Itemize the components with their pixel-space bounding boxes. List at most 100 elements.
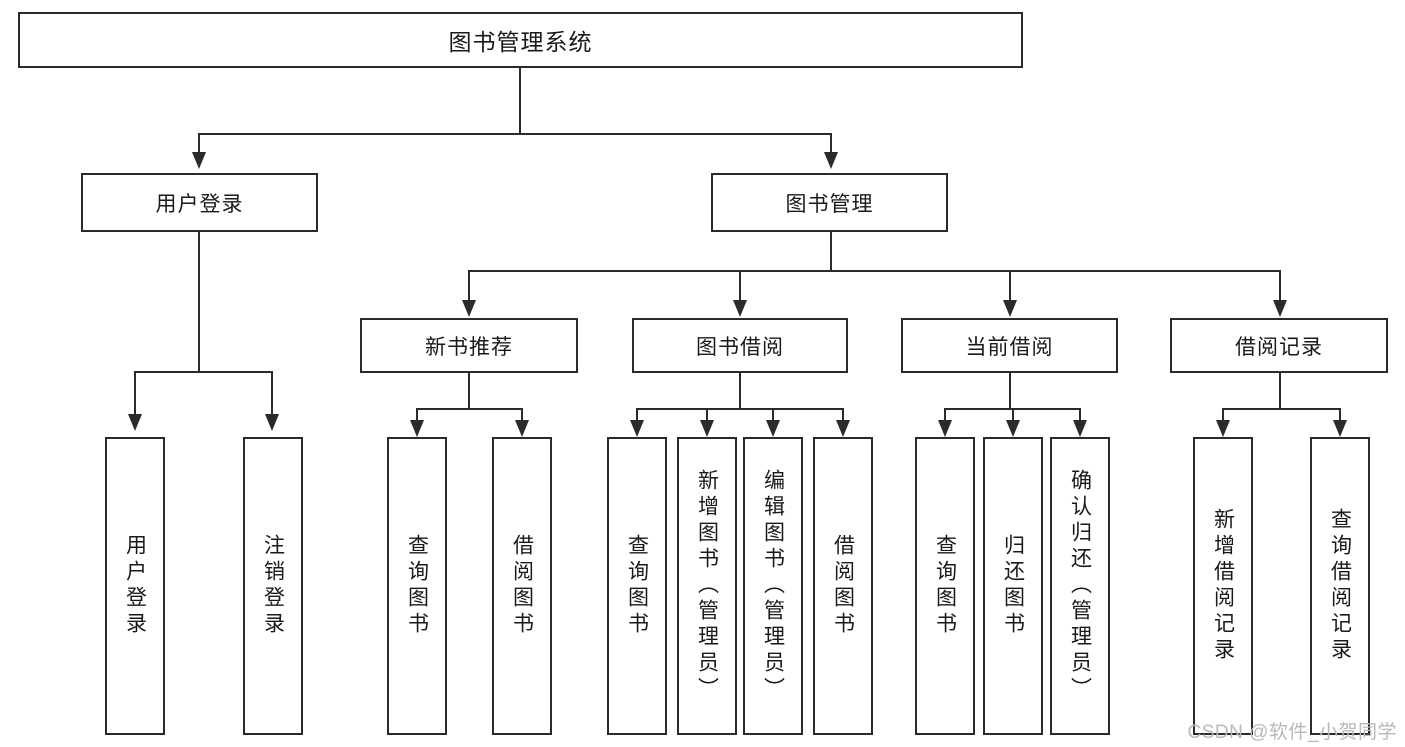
leaf-new-book-borrow[interactable]: 借阅图书: [492, 437, 552, 735]
node-borrow-record[interactable]: 借阅记录: [1170, 318, 1388, 373]
node-label: 图书借阅: [696, 335, 784, 359]
node-label: 图书管理系统: [448, 29, 593, 55]
connector-root-stem: [519, 68, 521, 134]
arrowhead-user-login-1: [265, 414, 279, 431]
node-label: 归还图书: [1001, 534, 1025, 638]
leaf-inner: 用户登录: [107, 439, 163, 733]
connector-level1-drop-0: [198, 133, 200, 155]
leaf-inner: 查询借阅记录: [1312, 439, 1368, 733]
leaf-inner: 新增借阅记录: [1195, 439, 1251, 733]
node-label: 借阅图书: [510, 534, 534, 638]
node-label: 确认归还（管理员）: [1068, 469, 1092, 703]
node-label: 用户登录: [155, 192, 244, 216]
connector-current-borrow-stem: [1009, 373, 1011, 409]
node-label: 查询借阅记录: [1328, 508, 1352, 664]
leaf-current-borrow-query[interactable]: 查询图书: [915, 437, 975, 735]
arrowhead-level1-1: [824, 152, 838, 169]
leaf-book-borrow-add-admin[interactable]: 新增图书（管理员）: [677, 437, 737, 735]
connector-borrow-record-drop-0: [1222, 408, 1224, 423]
leaf-inner: 确认归还（管理员）: [1052, 439, 1108, 733]
arrowhead-level2-1: [733, 300, 747, 317]
node-label: 图书管理: [785, 192, 874, 216]
connector-level2-drop-3: [1279, 270, 1281, 303]
arrowhead-new-book-1: [515, 420, 529, 437]
connector-current-borrow-drop-0: [944, 408, 946, 423]
arrowhead-book-borrow-2: [766, 420, 780, 437]
connector-book-mgmt-stem: [830, 232, 832, 271]
leaf-inner: 新增图书（管理员）: [679, 439, 735, 733]
connector-user-login-drop-0: [134, 371, 136, 417]
arrowhead-book-borrow-3: [836, 420, 850, 437]
connector-book-borrow-drop-3: [842, 408, 844, 423]
leaf-new-book-query[interactable]: 查询图书: [387, 437, 447, 735]
connector-level2-bus: [468, 270, 1280, 272]
node-root-book-management-system[interactable]: 图书管理系统: [18, 12, 1023, 68]
connector-level2-drop-2: [1009, 270, 1011, 303]
node-label: 查询图书: [405, 534, 429, 638]
leaf-current-borrow-confirm-admin[interactable]: 确认归还（管理员）: [1050, 437, 1110, 735]
arrowhead-level2-2: [1003, 300, 1017, 317]
connector-current-borrow-drop-1: [1012, 408, 1014, 423]
arrowhead-level2-0: [462, 300, 476, 317]
node-new-book-recommend[interactable]: 新书推荐: [360, 318, 578, 373]
connector-new-book-bus: [416, 408, 522, 410]
arrowhead-current-borrow-2: [1073, 420, 1087, 437]
leaf-user-login-logout[interactable]: 注销登录: [243, 437, 303, 735]
connector-book-borrow-drop-2: [772, 408, 774, 423]
arrowhead-borrow-record-0: [1216, 420, 1230, 437]
node-label: 新书推荐: [425, 335, 513, 359]
leaf-borrow-record-query[interactable]: 查询借阅记录: [1310, 437, 1370, 735]
node-book-management[interactable]: 图书管理: [711, 173, 948, 232]
arrowhead-current-borrow-0: [938, 420, 952, 437]
connector-user-login-bus: [134, 371, 272, 373]
leaf-inner: 注销登录: [245, 439, 301, 733]
leaf-inner: 查询图书: [609, 439, 665, 733]
connector-level1-drop-1: [830, 133, 832, 155]
leaf-borrow-record-add[interactable]: 新增借阅记录: [1193, 437, 1253, 735]
connector-new-book-drop-1: [521, 408, 523, 423]
node-label: 注销登录: [261, 534, 285, 638]
leaf-inner: 借阅图书: [494, 439, 550, 733]
connector-user-login-drop-1: [271, 371, 273, 417]
leaf-inner: 编辑图书（管理员）: [745, 439, 801, 733]
connector-book-borrow-stem: [739, 373, 741, 409]
node-label: 借阅图书: [831, 534, 855, 638]
node-label: 新增借阅记录: [1211, 508, 1235, 664]
leaf-inner: 查询图书: [389, 439, 445, 733]
arrowhead-book-borrow-0: [630, 420, 644, 437]
leaf-book-borrow-edit-admin[interactable]: 编辑图书（管理员）: [743, 437, 803, 735]
leaf-user-login-login[interactable]: 用户登录: [105, 437, 165, 735]
node-label: 借阅记录: [1235, 335, 1323, 359]
node-label: 编辑图书（管理员）: [761, 469, 785, 703]
connector-level1-bus: [198, 133, 832, 135]
node-current-borrow[interactable]: 当前借阅: [901, 318, 1118, 373]
node-book-borrow[interactable]: 图书借阅: [632, 318, 848, 373]
leaf-current-borrow-return[interactable]: 归还图书: [983, 437, 1043, 735]
leaf-inner: 查询图书: [917, 439, 973, 733]
leaf-book-borrow-query[interactable]: 查询图书: [607, 437, 667, 735]
connector-book-borrow-drop-1: [706, 408, 708, 423]
node-user-login[interactable]: 用户登录: [81, 173, 318, 232]
connector-user-login-stem: [198, 232, 200, 372]
arrowhead-book-borrow-1: [700, 420, 714, 437]
leaf-book-borrow-borrow[interactable]: 借阅图书: [813, 437, 873, 735]
leaf-inner: 借阅图书: [815, 439, 871, 733]
arrowhead-new-book-0: [410, 420, 424, 437]
connector-new-book-stem: [468, 373, 470, 409]
node-label: 当前借阅: [965, 335, 1054, 359]
arrowhead-level1-0: [192, 152, 206, 169]
leaf-inner: 归还图书: [985, 439, 1041, 733]
connector-book-borrow-drop-0: [636, 408, 638, 423]
connector-borrow-record-bus: [1222, 408, 1340, 410]
arrowhead-user-login-0: [128, 414, 142, 431]
node-label: 新增图书（管理员）: [695, 469, 719, 703]
node-label: 查询图书: [625, 534, 649, 638]
arrowhead-current-borrow-1: [1006, 420, 1020, 437]
connector-borrow-record-drop-1: [1339, 408, 1341, 423]
arrowhead-borrow-record-1: [1333, 420, 1347, 437]
connector-level2-drop-0: [468, 270, 470, 303]
connector-borrow-record-stem: [1279, 373, 1281, 409]
connector-level2-drop-1: [739, 270, 741, 303]
node-label: 查询图书: [933, 534, 957, 638]
